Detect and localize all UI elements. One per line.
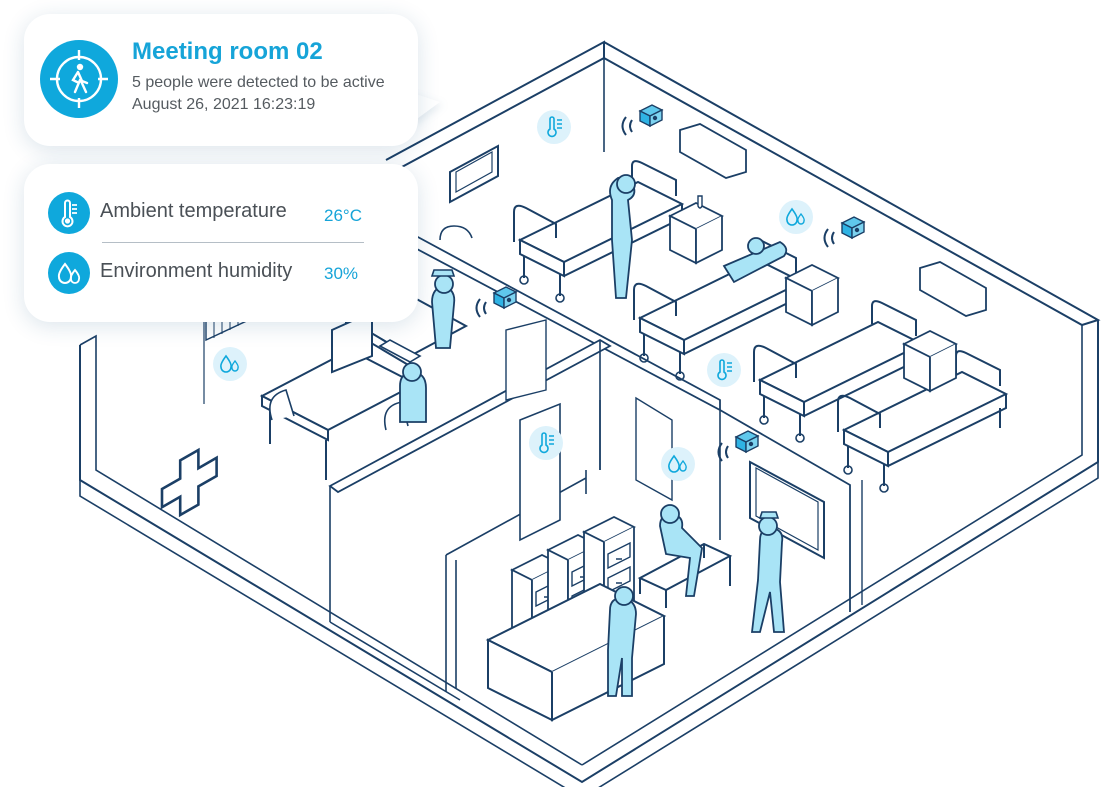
divider <box>102 242 364 243</box>
humidity-label: Environment humidity <box>100 260 293 282</box>
alert-message: 5 people were detected to be active <box>132 74 385 91</box>
room-alert-card: Meeting room 02 5 people were detected t… <box>24 14 418 146</box>
person-detection-icon <box>40 40 118 118</box>
humidity-drops-icon <box>48 252 90 294</box>
alert-timestamp: August 26, 2021 16:23:19 <box>132 96 316 113</box>
thermometer-icon <box>48 192 90 234</box>
environment-readings-card: Ambient temperature 26°C Environment hum… <box>24 164 418 322</box>
temperature-label: Ambient temperature <box>100 200 287 222</box>
medical-cross-symbol <box>160 447 218 518</box>
humidity-value: 30% <box>324 264 359 283</box>
temperature-value: 26°C <box>324 206 362 225</box>
people <box>399 174 788 697</box>
ward-beds <box>513 160 1007 493</box>
alert-title: Meeting room 02 <box>132 38 323 65</box>
